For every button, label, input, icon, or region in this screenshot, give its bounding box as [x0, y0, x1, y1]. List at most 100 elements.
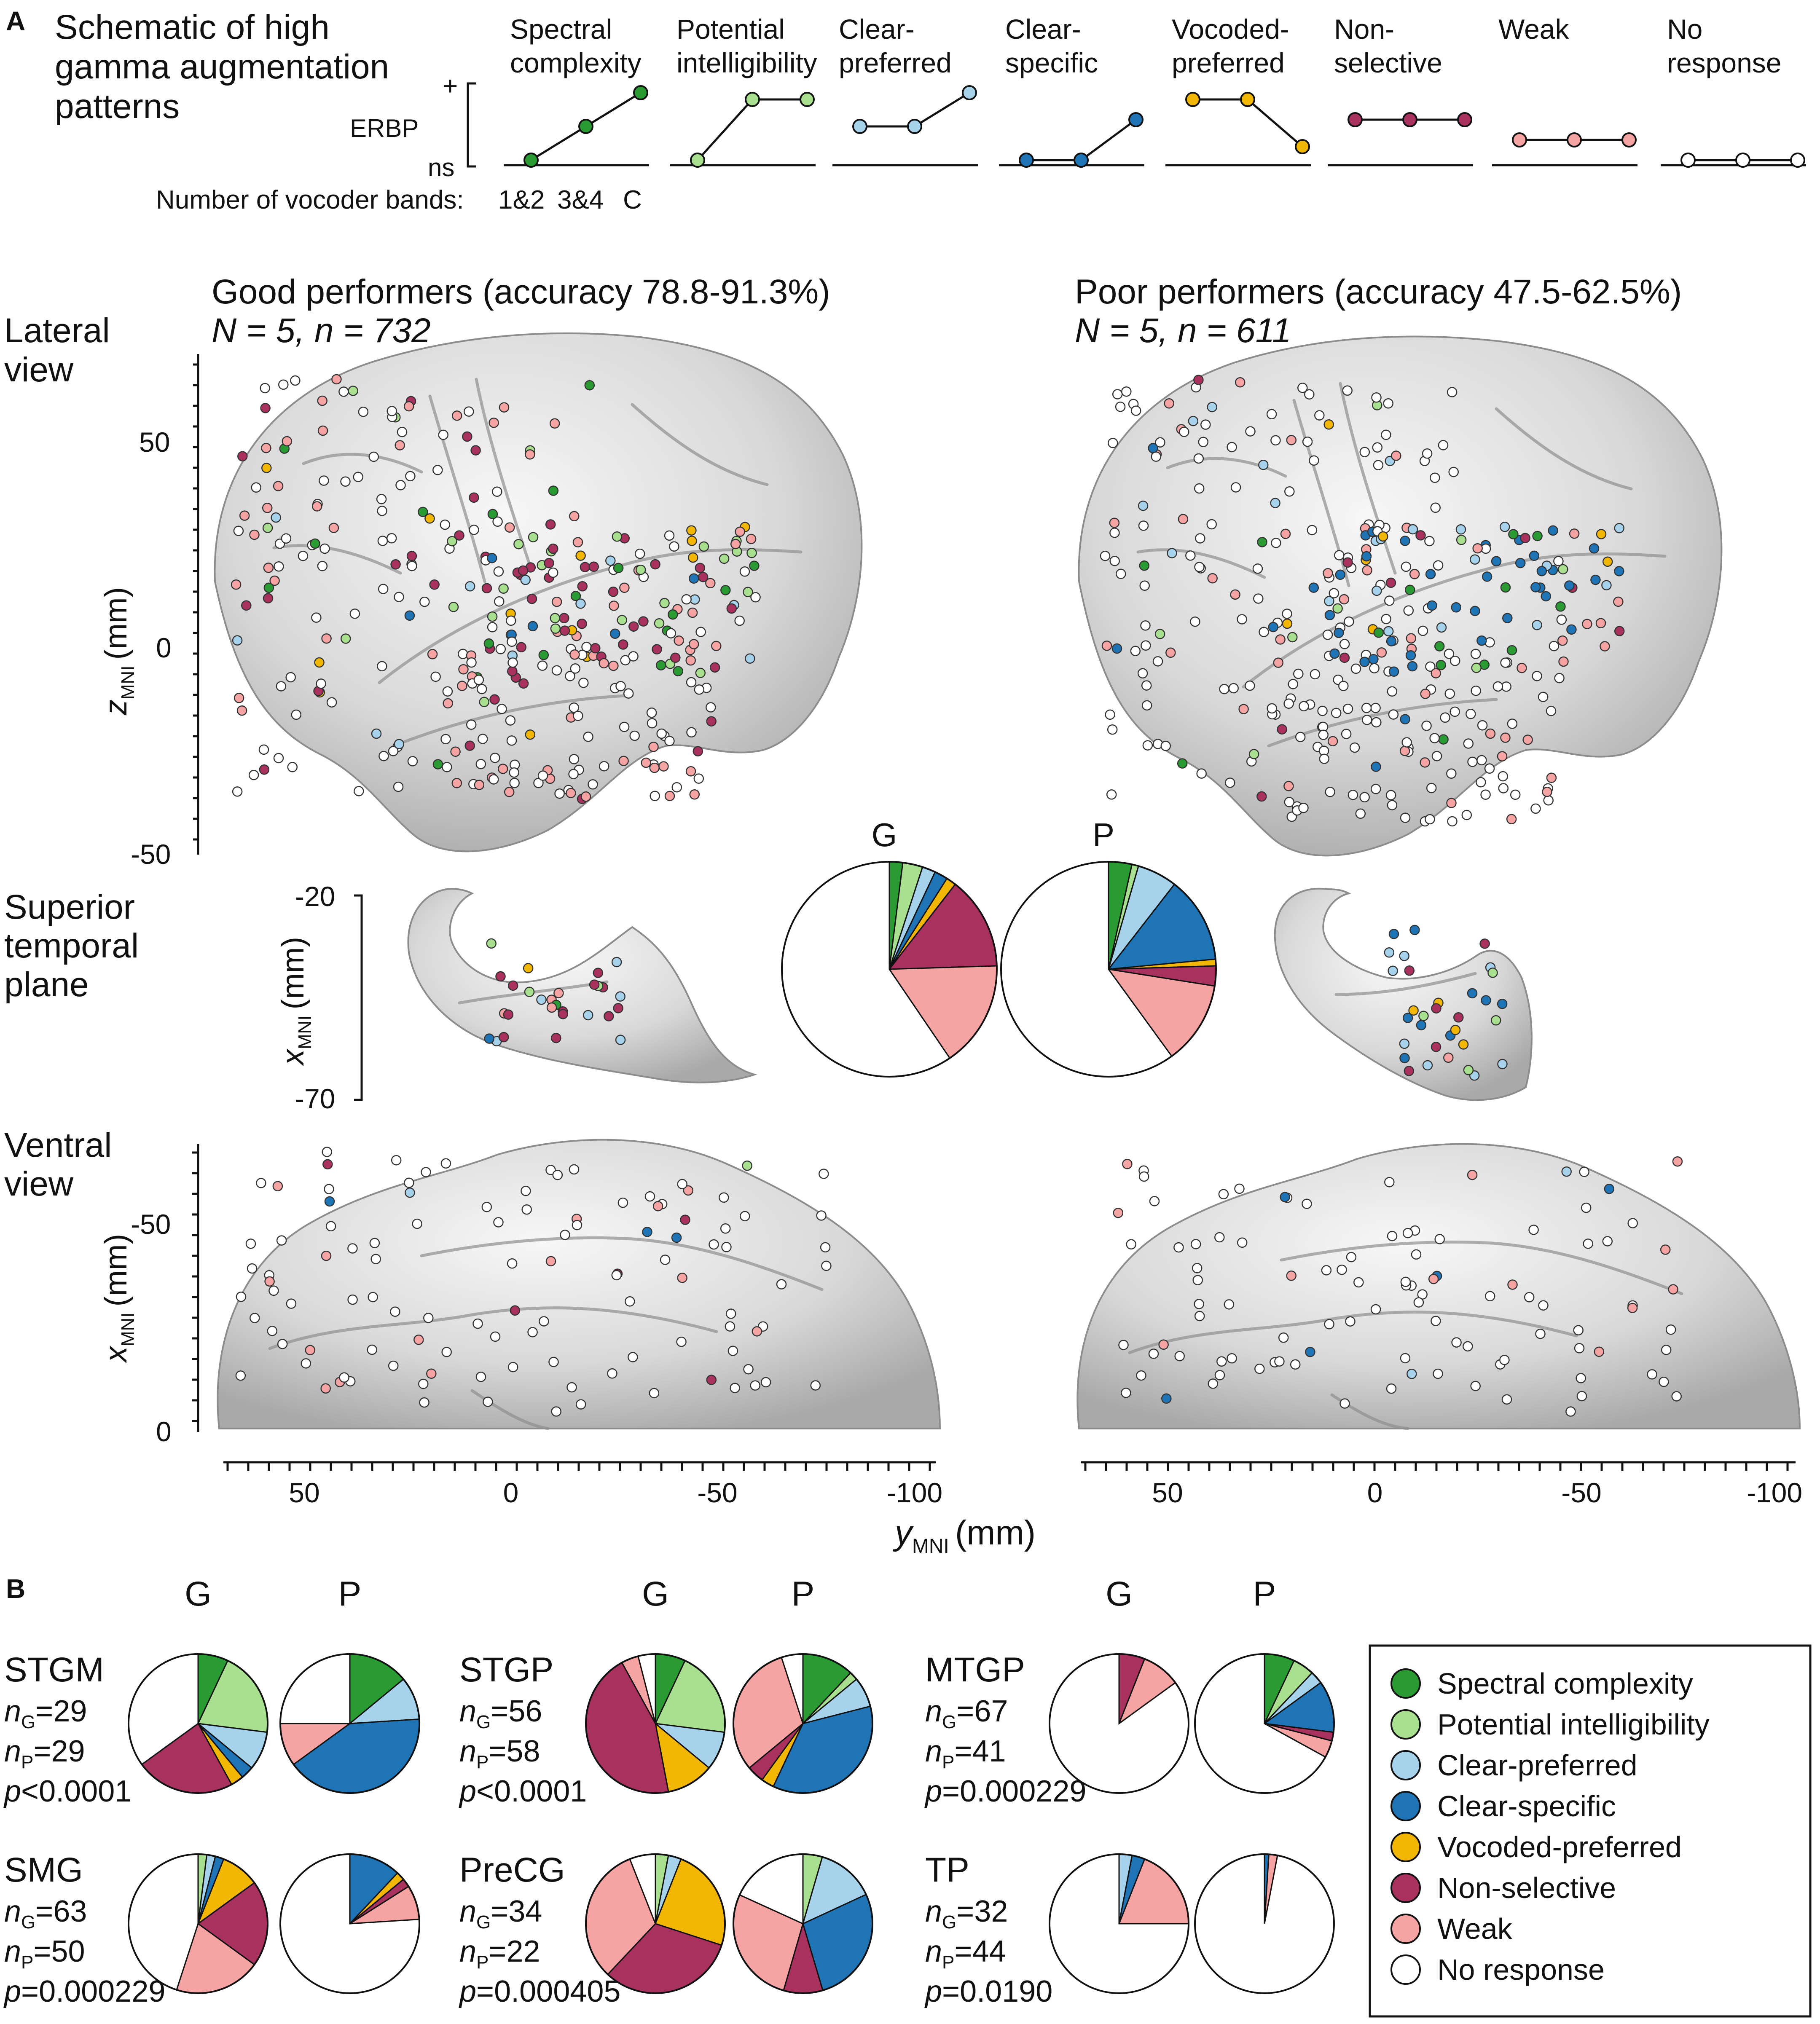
electrode-dot — [578, 678, 589, 688]
stp-x-axis-label: xMNI(mm) — [275, 937, 315, 1066]
pie-smg-p — [279, 1853, 420, 1994]
electrode-dot — [711, 641, 722, 651]
electrode-dot — [390, 559, 401, 570]
electrode-dot — [489, 774, 499, 785]
electrode-dot — [1553, 556, 1564, 566]
pie-precg-g — [585, 1853, 726, 1994]
electrode-dot — [1542, 786, 1552, 797]
electrode-dot — [1476, 777, 1486, 788]
electrode-dot — [608, 587, 619, 597]
electrode-dot — [1383, 398, 1393, 409]
electrode-dot — [438, 429, 448, 440]
electrode-dot — [317, 425, 328, 436]
schematic-title: Schematic of high gamma augmentation pat… — [55, 8, 389, 126]
electrode-markers — [231, 374, 1683, 1417]
electrode-dot — [370, 1254, 381, 1264]
pie-outline — [733, 1653, 873, 1794]
electrode-dot — [1141, 680, 1152, 691]
stp-x-axis: -20 -70 xMNI(mm) — [275, 881, 363, 1114]
electrode-dot — [720, 585, 731, 595]
electrode-dot — [260, 403, 271, 413]
pattern-point — [852, 119, 867, 134]
electrode-dot — [1270, 435, 1281, 446]
electrode-dot — [611, 957, 622, 968]
electrode-dot — [1273, 657, 1284, 668]
electrode-dot — [1500, 582, 1511, 593]
electrode-dot — [1381, 429, 1391, 440]
electrode-dot — [232, 635, 243, 646]
electrode-dot — [259, 764, 270, 775]
electrode-dot — [654, 618, 665, 629]
electrode-dot — [1323, 568, 1333, 579]
electrode-dot — [1472, 543, 1483, 554]
electrode-dot — [686, 727, 697, 738]
electrode-dot — [469, 525, 479, 535]
electrode-dot — [533, 777, 544, 788]
panel-a-label: A — [6, 6, 25, 36]
electrode-dot — [1532, 670, 1542, 681]
electrode-dot — [664, 530, 675, 541]
electrode-dot — [484, 1033, 494, 1044]
electrode-dot — [647, 718, 658, 729]
z-tick-50: 50 — [139, 426, 170, 458]
pattern-label-4-0: Vocoded- — [1172, 13, 1289, 45]
electrode-dot — [686, 525, 697, 536]
pie-outline — [781, 861, 998, 1078]
electrode-dot — [507, 980, 518, 991]
electrode-dot — [509, 777, 520, 788]
electrode-dot — [273, 753, 284, 764]
electrode-dot — [1309, 455, 1319, 466]
electrode-dot — [590, 643, 601, 654]
electrode-dot — [469, 492, 479, 503]
electrode-dot — [1425, 814, 1435, 825]
electrode-dot — [1430, 502, 1441, 513]
electrode-dot — [1538, 1300, 1549, 1311]
electrode-dot — [1271, 538, 1281, 548]
electrode-dot — [247, 1263, 258, 1274]
z-axis-label: zMNI(mm) — [98, 587, 138, 716]
y-tick-good-minus50: -50 — [697, 1477, 737, 1508]
electrode-dot — [268, 1285, 279, 1296]
electrode-dot — [546, 1002, 557, 1013]
electrode-dot — [1548, 525, 1558, 536]
electrode-dot — [1536, 566, 1547, 576]
col-label-g: G — [642, 1575, 669, 1613]
electrode-dot — [638, 616, 649, 627]
electrode-dot — [1506, 814, 1517, 825]
electrode-dot — [584, 380, 595, 391]
ventral-tick-0: 0 — [156, 1416, 172, 1447]
pie-slice-no-response — [279, 1653, 351, 1724]
pattern-point — [578, 119, 593, 134]
electrode-dot — [1409, 569, 1420, 579]
electrode-dot — [1179, 426, 1189, 437]
electrode-dot — [1416, 1020, 1427, 1031]
pattern-label-0-0: Spectral — [510, 13, 612, 45]
electrode-dot — [524, 987, 535, 997]
electrode-dot — [1438, 734, 1449, 745]
pattern-point — [1402, 112, 1417, 127]
region-stat: nP=44 — [925, 1935, 1006, 1973]
electrode-dot — [671, 782, 682, 793]
electrode-dot — [550, 623, 561, 634]
electrode-dot — [282, 436, 293, 447]
pie-tp-g — [1049, 1853, 1189, 1994]
electrode-dot — [421, 1167, 431, 1177]
electrode-dot — [1450, 1024, 1461, 1035]
electrode-dot — [634, 548, 645, 559]
electrode-dot — [442, 762, 452, 772]
stp-brain-good — [407, 888, 757, 1083]
electrode-dot — [583, 732, 593, 742]
legend-swatch — [1391, 1668, 1421, 1699]
electrode-dot — [1401, 561, 1412, 572]
electrode-dot — [472, 1318, 483, 1329]
electrode-dot — [368, 1292, 378, 1303]
electrode-dot — [629, 730, 640, 741]
electrode-dot — [1116, 568, 1126, 579]
legend-label: Vocoded-preferred — [1437, 1831, 1682, 1863]
electrode-dot — [1576, 1373, 1586, 1383]
electrode-dot — [706, 1375, 717, 1385]
electrode-dot — [573, 710, 583, 721]
electrode-dot — [1167, 548, 1177, 558]
electrode-dot — [1450, 655, 1460, 666]
